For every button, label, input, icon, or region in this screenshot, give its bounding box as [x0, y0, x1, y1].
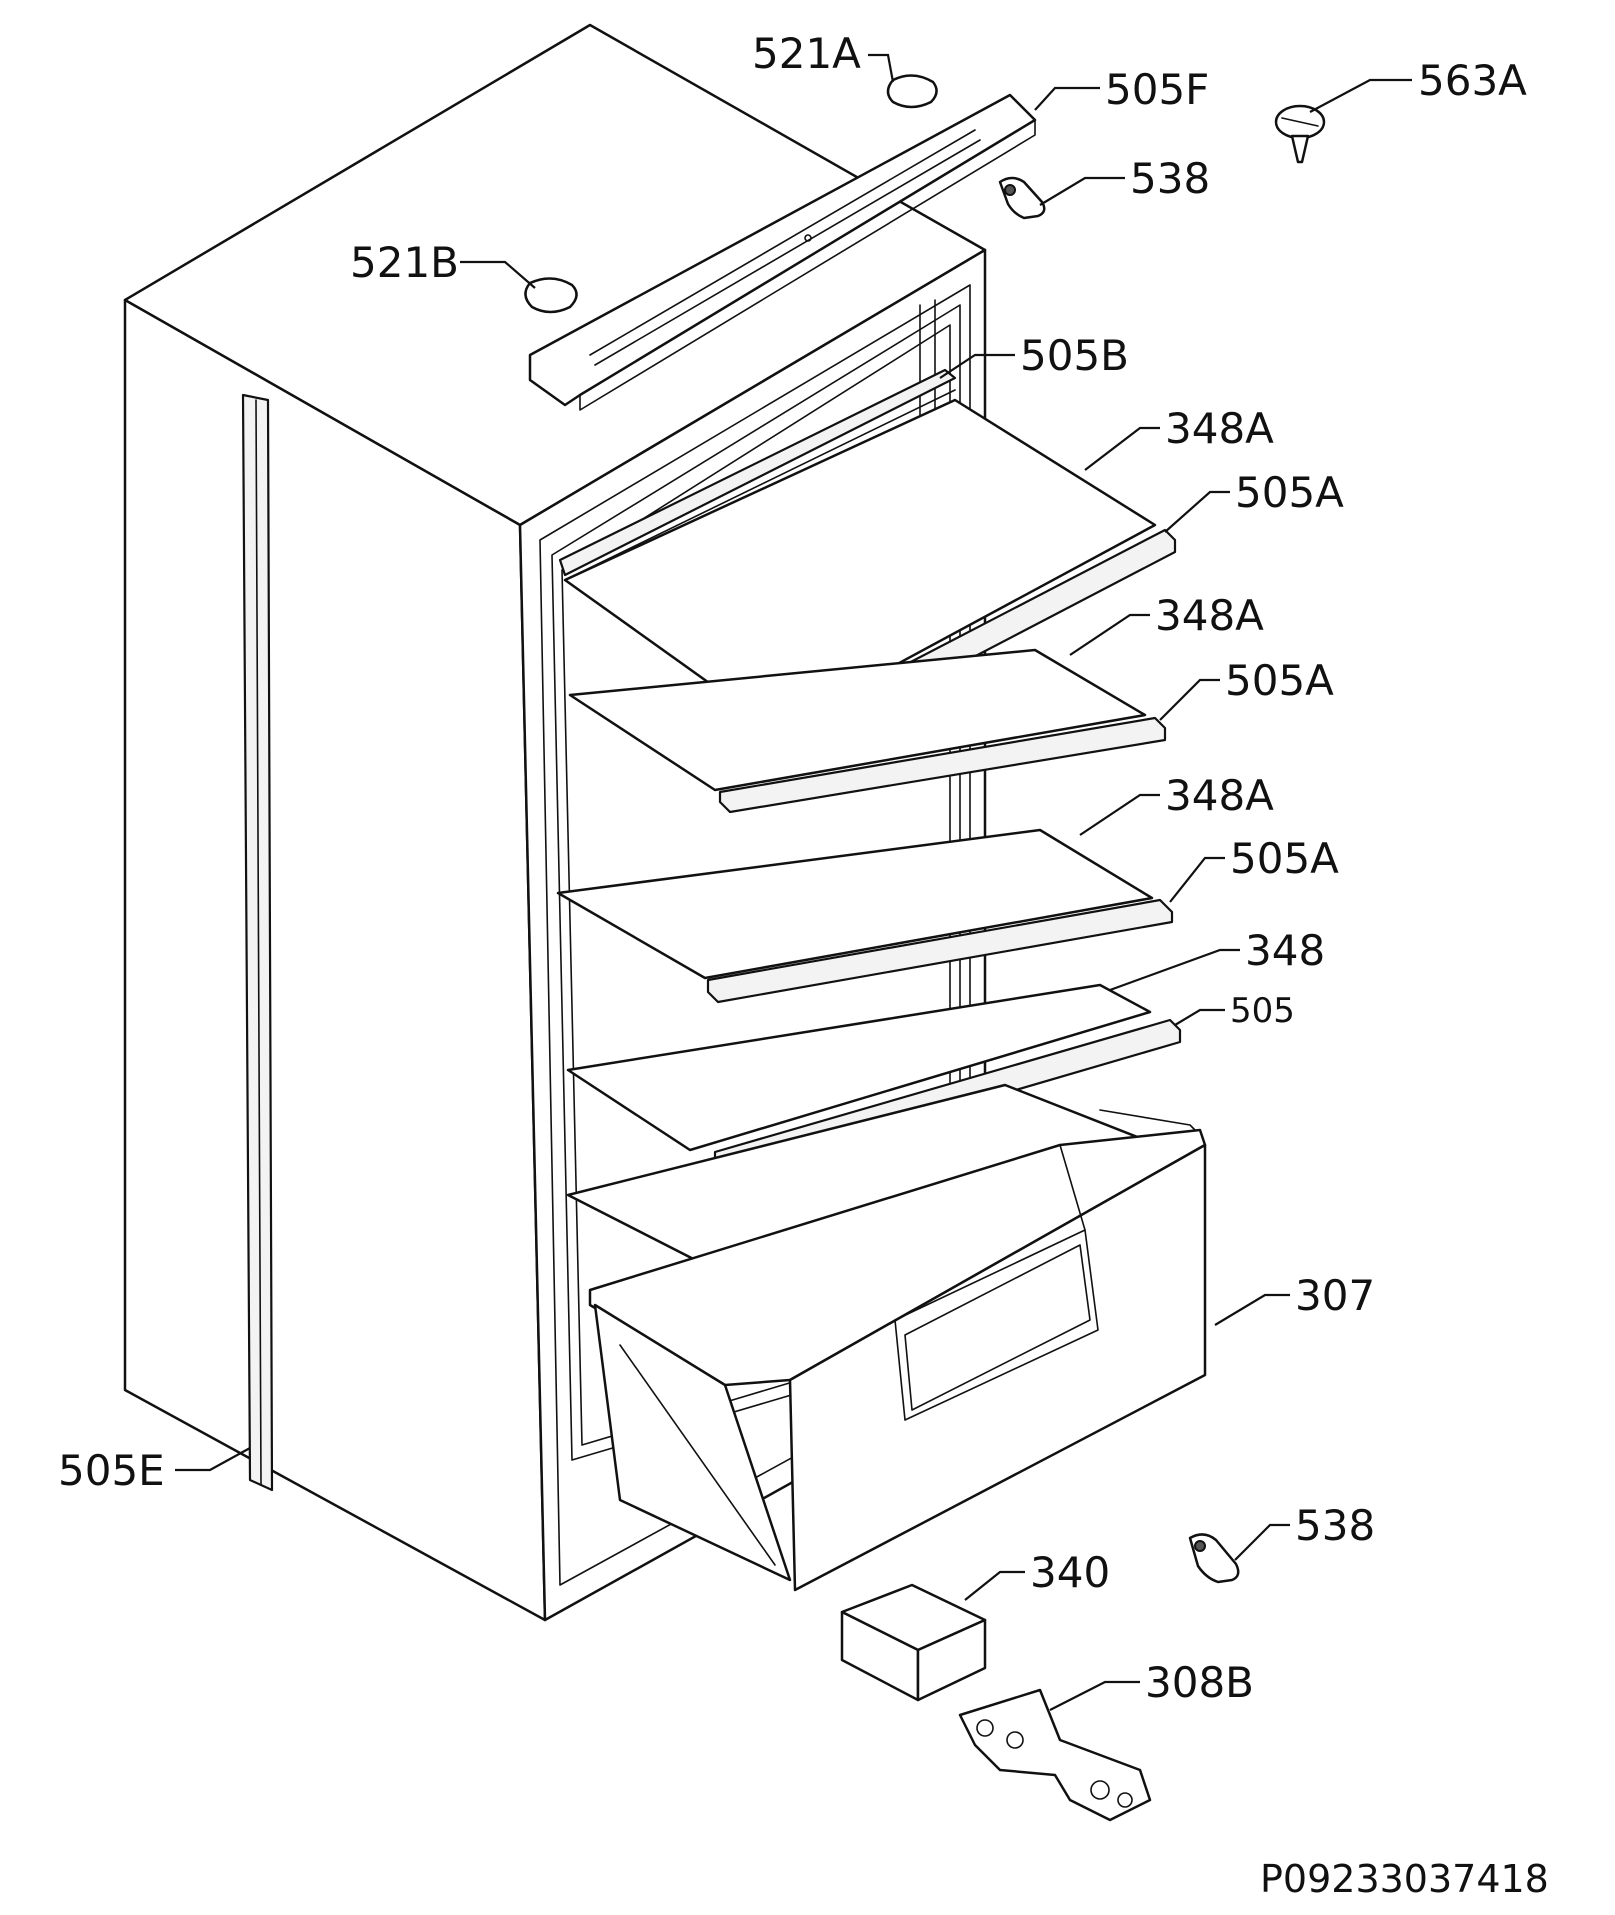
- shelf-2: [568, 648, 1167, 814]
- callout-521a: 521A: [752, 29, 861, 78]
- top-rail-edge: [579, 119, 1036, 411]
- bottom-hinge-pin: [1090, 1780, 1110, 1800]
- shelf-4-glass: [566, 983, 1152, 1152]
- crisper-drawer: [588, 1109, 1207, 1592]
- cap-521b: [524, 277, 578, 314]
- screw-563a: [1274, 104, 1326, 164]
- top-rail-slot-b: [594, 139, 981, 366]
- leader-348: [1109, 948, 1240, 992]
- leader-307: [1214, 1293, 1290, 1326]
- door-gasket-strip: [241, 393, 274, 1492]
- gasket-strip-groove: [255, 399, 262, 1486]
- leader-505a-3: [1169, 856, 1225, 903]
- bottom-hinge-308b: [958, 1688, 1152, 1822]
- hinge-block-top-body: [998, 176, 1046, 220]
- leader-505e: [175, 1447, 251, 1472]
- drawer-front-groove: [1059, 1144, 1086, 1231]
- drawer-handle-recess: [894, 1229, 1099, 1421]
- callout-labels: 521A 505F 563A 538 521B 505B 348A 505A 3…: [58, 29, 1527, 1707]
- callout-505a-1: 505A: [1235, 468, 1344, 517]
- leader-505b: [939, 353, 1015, 379]
- leader-340: [964, 1570, 1025, 1601]
- shelf-2-glass: [568, 648, 1147, 792]
- callout-348a-2: 348A: [1155, 591, 1264, 640]
- bottom-hinge-plate: [958, 1688, 1152, 1822]
- shelf-3-glass: [556, 828, 1154, 980]
- leader-538-top: [1039, 176, 1125, 206]
- leader-348a-1: [1084, 426, 1160, 471]
- cap-521a: [886, 74, 938, 109]
- leader-308b: [1049, 1680, 1140, 1711]
- leader-505a-1: [1164, 490, 1230, 533]
- leader-348a-2: [1069, 613, 1150, 656]
- callout-348a-1: 348A: [1165, 404, 1274, 453]
- cap-521b-body: [524, 277, 578, 314]
- top-rail-assembly: [528, 93, 1037, 411]
- top-rail-slot-a: [589, 129, 976, 356]
- screw-head-ridge: [1281, 117, 1319, 127]
- callout-505a-2: 505A: [1225, 656, 1334, 705]
- top-rail-hole: [804, 234, 812, 242]
- callout-521b: 521B: [350, 238, 459, 287]
- leader-521a: [868, 53, 895, 83]
- shelf-2-trim: [718, 716, 1167, 814]
- bottom-hinge-hole-3: [1117, 1792, 1133, 1808]
- callout-505e: 505E: [58, 1446, 165, 1495]
- callout-348: 348: [1245, 926, 1325, 975]
- leader-505f: [1034, 86, 1100, 111]
- callout-505b: 505B: [1020, 331, 1129, 380]
- top-trim-strip: [558, 368, 957, 581]
- top-trim-strip-body: [558, 368, 957, 577]
- callout-308b: 308B: [1145, 1658, 1254, 1707]
- callout-563a: 563A: [1418, 56, 1527, 105]
- screw-shank: [1290, 134, 1310, 164]
- callout-307: 307: [1295, 1271, 1375, 1320]
- bottom-hinge-hole-1: [976, 1719, 994, 1737]
- callout-505a-3: 505A: [1230, 834, 1339, 883]
- callout-538-top: 538: [1130, 154, 1210, 203]
- leader-lines: [175, 53, 1412, 1711]
- drawer-side: [593, 1303, 792, 1582]
- callout-538-bottom: 538: [1295, 1501, 1375, 1550]
- box-340: [840, 1583, 987, 1702]
- box-340-side: [916, 1618, 987, 1702]
- shelf-3-trim: [706, 898, 1174, 1004]
- cap-521a-body: [886, 74, 938, 109]
- shelf-3: [556, 828, 1174, 1004]
- hinge-block-top-hole: [1004, 184, 1016, 196]
- leader-348a-3: [1079, 793, 1160, 836]
- leader-505a-2: [1159, 678, 1220, 721]
- hinge-block-538-bottom: [1188, 1533, 1240, 1584]
- drawer-side-diagonal: [619, 1344, 776, 1566]
- callout-505: 505: [1230, 991, 1295, 1031]
- callout-348a-3: 348A: [1165, 771, 1274, 820]
- reference-code: P09233037418: [1260, 1857, 1549, 1901]
- leader-505: [1174, 1008, 1225, 1026]
- hinge-block-538-top: [998, 176, 1046, 220]
- leader-521b: [460, 260, 536, 289]
- bottom-hinge-hole-2: [1006, 1731, 1024, 1749]
- callout-340: 340: [1030, 1548, 1110, 1597]
- leader-538-bottom: [1234, 1523, 1290, 1561]
- hinge-block-bottom-hole: [1194, 1540, 1206, 1552]
- top-trim-strip-line: [564, 389, 956, 581]
- gasket-strip-body: [241, 393, 274, 1492]
- drawer-handle-inner: [904, 1244, 1091, 1411]
- leader-563a: [1309, 78, 1412, 113]
- shelf-1-glass: [563, 398, 1157, 732]
- callout-505f: 505F: [1105, 65, 1209, 114]
